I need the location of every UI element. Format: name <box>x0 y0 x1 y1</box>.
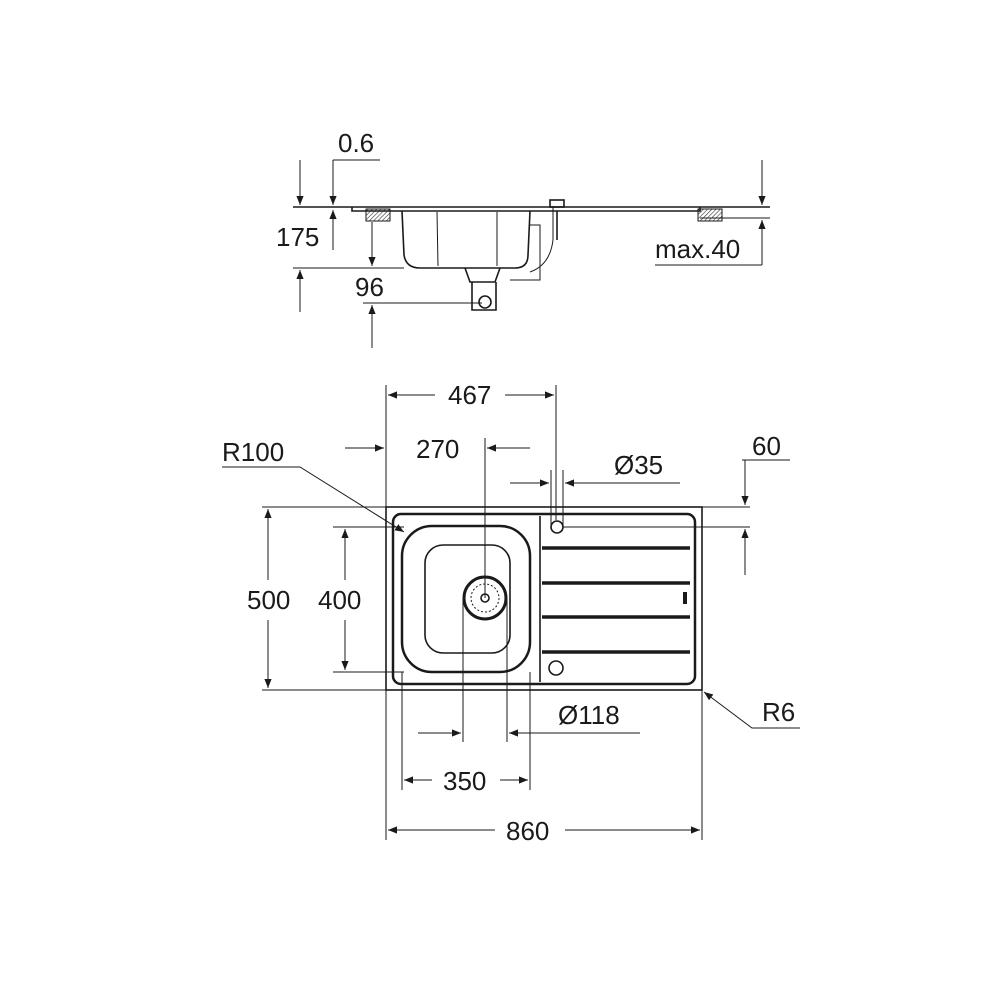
outer-outline <box>385 506 703 691</box>
sink-rim <box>391 512 697 686</box>
bowl-radius-label: R100 <box>222 437 284 467</box>
tap-offset-label: 60 <box>752 431 781 461</box>
tap-fitting <box>549 199 565 208</box>
bowl-depth-label: 400 <box>318 585 361 615</box>
counter-right <box>697 208 723 222</box>
depth-label: 175 <box>276 222 319 252</box>
bowl-outer <box>400 524 532 674</box>
drain-trap <box>478 295 492 309</box>
bowl-seam <box>436 211 439 267</box>
drain-fitting <box>464 267 501 311</box>
overflow-pipe <box>510 207 554 281</box>
depth-to-drain-label: 467 <box>448 380 491 410</box>
bowl-inner <box>424 544 511 654</box>
drain-offset-label: 270 <box>416 434 459 464</box>
max-counter-label: max.40 <box>655 234 740 264</box>
thickness-label: 0.6 <box>338 128 374 158</box>
overflow-hole <box>548 660 564 676</box>
drain-diameter-label: Ø118 <box>558 700 620 730</box>
top-view: 467 270 R100 Ø35 60 500 400 <box>222 380 800 846</box>
leader-line <box>703 691 800 729</box>
tap-hole-label: Ø35 <box>614 450 663 480</box>
bowl-profile <box>401 210 531 269</box>
counter-left <box>365 208 391 222</box>
bowl-width-label: 350 <box>443 766 486 796</box>
tap-hole <box>550 520 564 534</box>
side-view: 0.6 175 96 max.40 <box>276 128 770 348</box>
total-width-label: 860 <box>506 816 549 846</box>
overflow-slot <box>683 592 687 604</box>
total-depth-label: 500 <box>247 585 290 615</box>
sink-plate <box>351 207 701 212</box>
corner-radius-label: R6 <box>762 697 795 727</box>
leader-line <box>222 466 405 533</box>
drain-height-label: 96 <box>355 272 384 302</box>
